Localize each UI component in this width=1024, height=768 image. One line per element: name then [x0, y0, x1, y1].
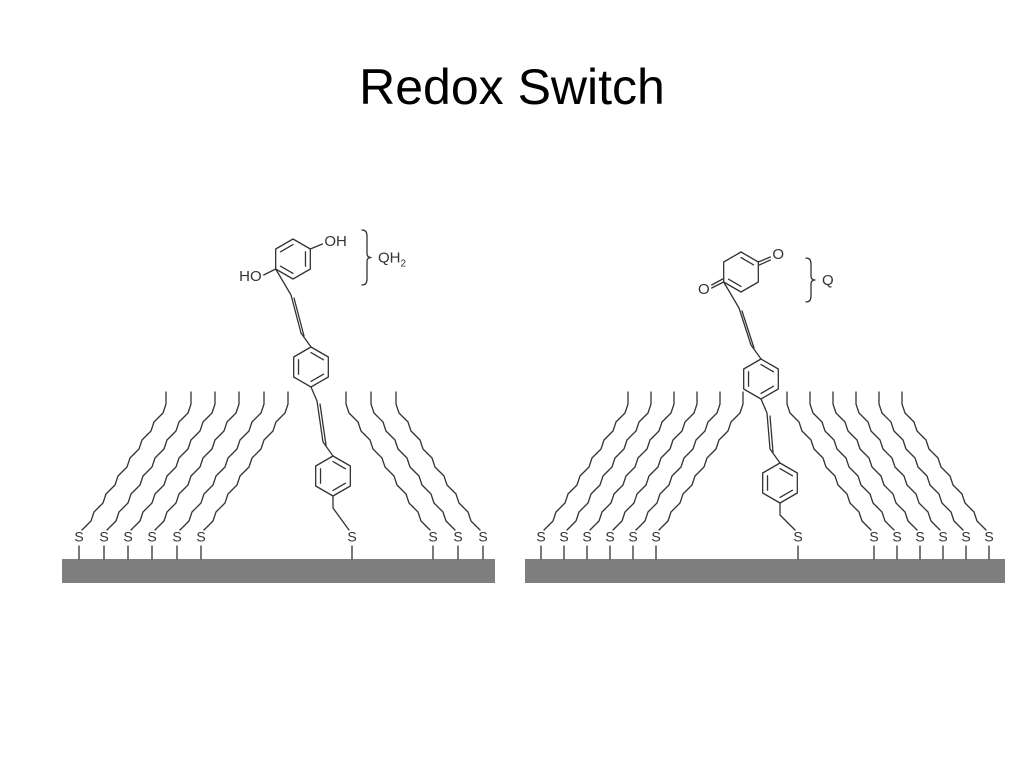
sulfur-label: S	[869, 529, 878, 545]
alkyl-chain	[901, 391, 987, 531]
alkyl-chain	[786, 391, 872, 531]
alkyl-chain	[345, 391, 431, 531]
sulfur-label: S	[892, 529, 901, 545]
methylene-bond	[332, 495, 350, 531]
substrate-left	[62, 559, 495, 583]
carbonyl-double-bond	[758, 259, 771, 266]
sulfur-label: S	[605, 529, 614, 545]
sulfur-label: S	[793, 529, 802, 545]
hydroxyl-bond	[309, 243, 323, 250]
ring-double-bond	[740, 256, 755, 266]
substituent-bottom-label: O	[698, 281, 710, 298]
sulfur-label: S	[99, 529, 108, 545]
carbonyl-bond	[711, 281, 725, 289]
alkyl-chain	[130, 391, 216, 531]
methylene-bond	[779, 502, 796, 531]
substituent-bottom-label: HO	[239, 268, 262, 285]
alkyl-chain	[543, 391, 629, 531]
carbonyl-bond	[757, 256, 771, 263]
ring-double-bond	[279, 243, 294, 253]
ring-double-bond	[310, 373, 325, 383]
ring-double-bond	[779, 489, 794, 499]
sulfur-label: S	[123, 529, 132, 545]
ring-double-bond	[760, 385, 775, 395]
alkyl-chain	[589, 391, 675, 531]
sulfur-label: S	[428, 529, 437, 545]
state-label: QH2	[378, 250, 407, 270]
alkyl-chain	[612, 391, 698, 531]
ring-double-bond	[332, 460, 347, 470]
benzene-ring	[762, 462, 798, 504]
state-bracket	[805, 257, 816, 303]
alkyl-chain	[203, 391, 289, 531]
benzene-ring	[315, 455, 351, 497]
vinylene-bond	[310, 386, 334, 457]
ring-double-bond	[279, 265, 294, 275]
substituent-top-label: OH	[324, 233, 347, 250]
substituent-top-label: O	[772, 246, 784, 263]
state-bracket	[361, 229, 372, 286]
benzene-ring	[743, 358, 779, 400]
sulfur-label: S	[536, 529, 545, 545]
sulfur-label: S	[651, 529, 660, 545]
alkyl-chain	[658, 391, 744, 531]
sulfur-label: S	[984, 529, 993, 545]
alkyl-chain	[878, 391, 964, 531]
ring-double-bond	[727, 278, 742, 288]
alkyl-chain	[179, 391, 265, 531]
sulfur-label: S	[172, 529, 181, 545]
alkyl-chain	[566, 391, 652, 531]
sulfur-label: S	[582, 529, 591, 545]
sulfur-label: S	[915, 529, 924, 545]
substrate-right	[525, 559, 1005, 583]
alkyl-chain	[809, 391, 895, 531]
sulfur-label: S	[196, 529, 205, 545]
vinylene-double-bond	[293, 297, 305, 337]
sulfur-label: S	[347, 529, 356, 545]
ring-double-bond	[760, 363, 775, 373]
vinylene-bond	[723, 281, 762, 360]
alkyl-chain	[106, 391, 192, 531]
sulfur-label: S	[74, 529, 83, 545]
vinylene-double-bond	[319, 403, 327, 446]
alkyl-chain	[395, 391, 481, 531]
sulfur-label: S	[559, 529, 568, 545]
sulfur-label: S	[628, 529, 637, 545]
alkyl-chain	[832, 391, 918, 531]
sulfur-label: S	[938, 529, 947, 545]
state-label: Q	[822, 272, 834, 289]
sulfur-label: S	[147, 529, 156, 545]
sulfur-label: S	[478, 529, 487, 545]
sulfur-label: S	[961, 529, 970, 545]
vinylene-bond	[760, 398, 781, 464]
alkyl-chain	[154, 391, 240, 531]
ring-double-bond	[779, 467, 794, 477]
sulfur-label: S	[453, 529, 462, 545]
slide-title: Redox Switch	[359, 59, 665, 115]
vinylene-double-bond	[769, 415, 774, 453]
vinylene-bond	[275, 268, 312, 348]
benzene-ring	[293, 346, 329, 388]
hydroxyl-bond	[263, 268, 277, 276]
vinylene-double-bond	[741, 310, 755, 349]
alkyl-chain	[81, 391, 167, 531]
alkyl-chain	[855, 391, 941, 531]
carbonyl-double-bond	[711, 278, 724, 286]
alkyl-chain	[370, 391, 456, 531]
alkyl-chain	[635, 391, 721, 531]
ring-double-bond	[332, 482, 347, 492]
ring-double-bond	[310, 351, 325, 361]
